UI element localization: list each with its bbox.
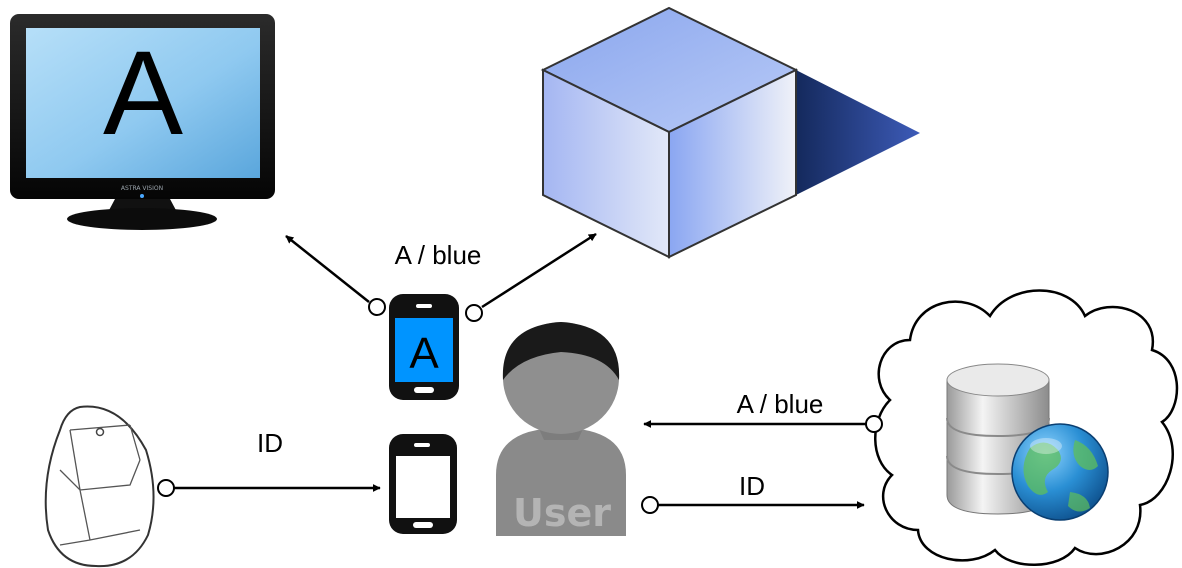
cube-shadow <box>796 70 920 195</box>
connector-beacon-to-phone <box>157 479 381 497</box>
label-beacon-to-phone: ID <box>257 428 283 458</box>
monitor-icon: A ASTRA VISION <box>10 14 275 230</box>
user-avatar: User <box>488 318 634 536</box>
monitor-brand: ASTRA VISION <box>121 185 163 192</box>
label-cloud-to-user: A / blue <box>737 389 824 419</box>
phone-blue-screen <box>395 318 453 382</box>
connector-cloud-to-user <box>643 415 883 433</box>
phone-blue-icon: A <box>389 294 459 400</box>
phone-white-icon <box>389 434 457 534</box>
label-phone-to-displays: A / blue <box>395 240 482 270</box>
phone-blue-letter: A <box>409 329 439 378</box>
globe-icon <box>1011 423 1109 521</box>
monitor-letter: A <box>103 26 183 160</box>
beacon-icon <box>44 405 155 568</box>
phone-white-screen <box>396 456 450 518</box>
user-label: User <box>513 491 611 535</box>
monitor-screen <box>26 28 260 178</box>
connector-phone-to-monitor <box>285 235 386 316</box>
cube-icon <box>540 6 920 259</box>
connector-phone-to-cube <box>465 232 597 322</box>
connector-user-to-cloud <box>641 496 865 514</box>
label-user-to-cloud: ID <box>739 471 765 501</box>
